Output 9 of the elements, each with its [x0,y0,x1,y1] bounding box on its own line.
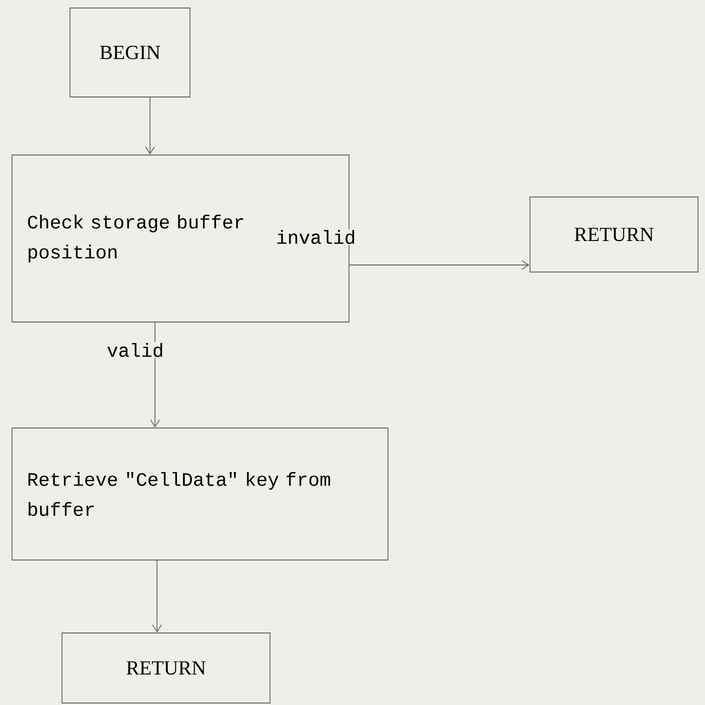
edge-label: valid [106,342,165,358]
arrow [145,97,155,155]
process-box: BEGIN [70,8,190,98]
process-box: RETURN [62,632,270,704]
process-box: Retrieve "CellData" key from buffer [12,428,388,560]
edge-label: invalid [275,229,357,245]
arrow [152,560,162,633]
process-box: RETURN [530,196,698,272]
arrow [349,260,530,270]
